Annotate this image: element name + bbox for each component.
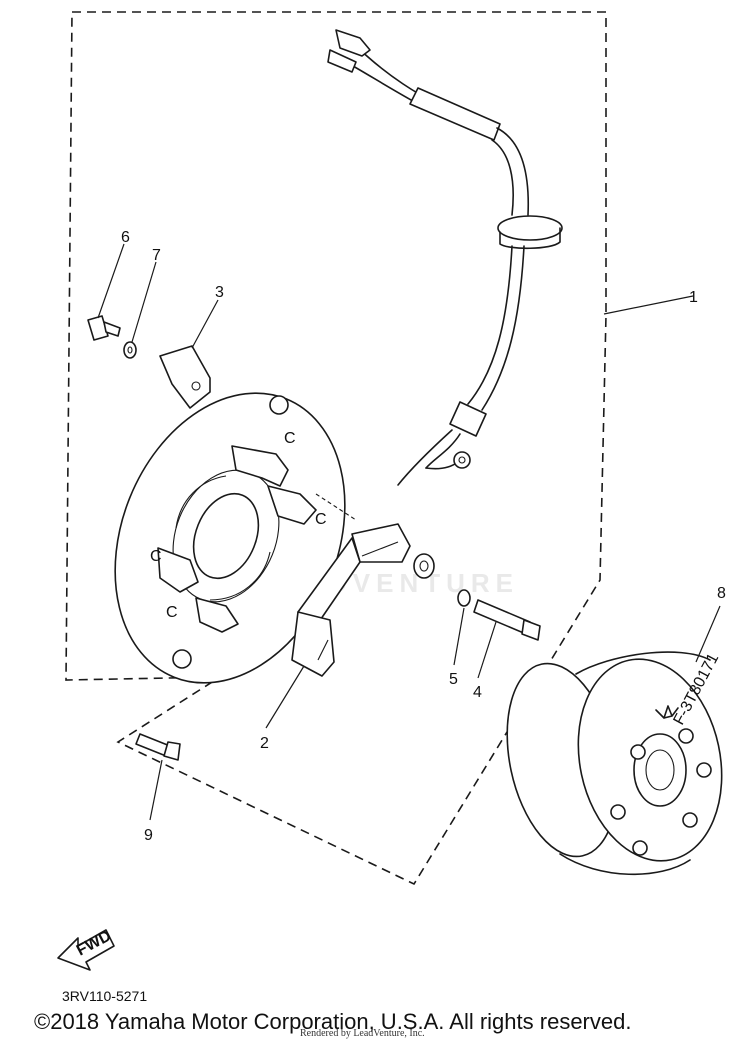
bolt-nut-washer: [413, 553, 541, 641]
diagram-part-code: 3RV110-5271: [62, 988, 148, 1004]
pickup-coil: [291, 493, 411, 677]
copyright-notice: ©2018 Yamaha Motor Corporation, U.S.A. A…: [34, 1009, 632, 1034]
callout-5: 5: [449, 671, 458, 688]
wire-harness: [327, 29, 563, 486]
leader-lines: [97, 243, 721, 821]
callout-6: 6: [121, 229, 130, 246]
stator-plate: C C C C: [114, 392, 346, 684]
callout-4: 4: [473, 684, 482, 701]
screw-and-washer: [87, 315, 137, 359]
callout-3: 3: [215, 284, 224, 301]
callout-2: 2: [260, 735, 269, 752]
callout-8: 8: [717, 585, 726, 602]
stator-mark-c: C: [315, 511, 327, 528]
rendered-by-credit: Rendered by LeadVenture, Inc.: [300, 1028, 425, 1039]
callout-7: 7: [152, 247, 161, 264]
assembly-boundary: [65, 11, 607, 886]
flywheel-rotor: F-3T80171: [506, 651, 723, 876]
bracket: [159, 345, 211, 409]
stator-mark-c: C: [150, 548, 162, 565]
callout-9: 9: [144, 827, 153, 844]
stator-mark-c: C: [166, 604, 178, 621]
callout-1: 1: [689, 289, 698, 306]
screw-9: [135, 733, 181, 761]
fwd-arrow-icon: FWD: [57, 927, 115, 971]
stator-mark-c: C: [284, 430, 296, 447]
